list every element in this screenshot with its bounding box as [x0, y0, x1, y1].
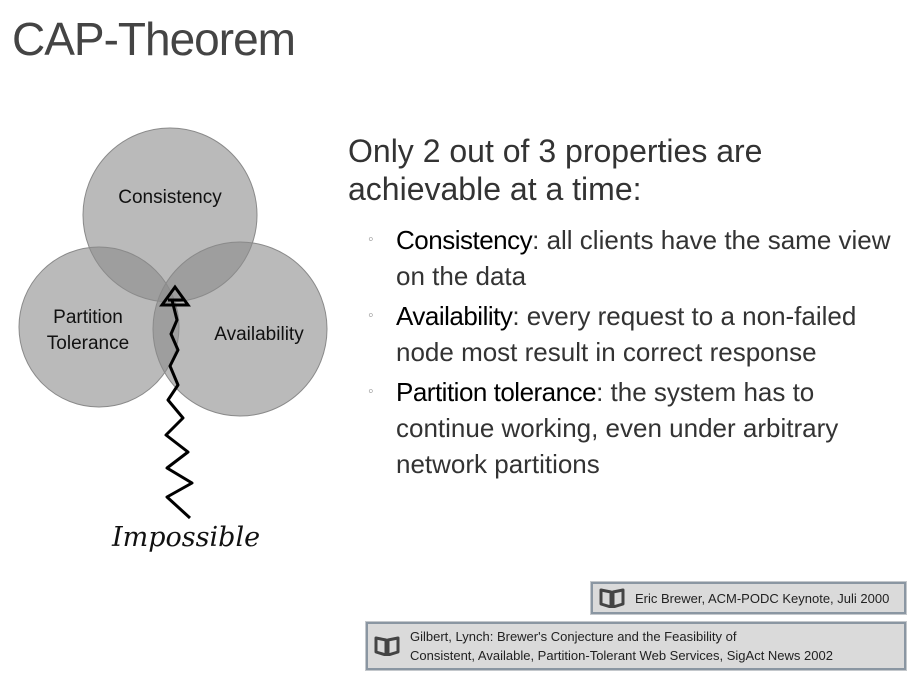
bullet-text: : every request to a non-failed node mos…	[396, 301, 857, 367]
bullet-term: Consistency	[396, 225, 533, 255]
bullet-consistency: ◦ Consistency: all clients have the same …	[368, 222, 908, 294]
squiggle-arrow	[164, 299, 194, 520]
intro-text: Only 2 out of 3 properties are achievabl…	[348, 133, 763, 207]
arrow-head-icon	[159, 284, 191, 307]
book-icon	[599, 588, 625, 608]
bullet-term: Availability	[396, 301, 513, 331]
properties-list: ◦ Consistency: all clients have the same …	[368, 222, 908, 486]
reference-line1: Gilbert, Lynch: Brewer's Conjecture and …	[410, 629, 737, 644]
availability-label: Availability	[214, 324, 304, 345]
bullet-partition-tolerance: ◦ Partition tolerance: the system has to …	[368, 374, 908, 482]
reference-line2: Consistent, Available, Partition-Toleran…	[410, 648, 833, 663]
partition-label-line1: Partition	[53, 307, 123, 328]
bullet-text: : the system has to continue working, ev…	[396, 377, 839, 479]
reference-brewer: Eric Brewer, ACM-PODC Keynote, Juli 2000	[591, 582, 906, 614]
impossible-annotation: Impossible	[112, 522, 261, 553]
bullet-icon: ◦	[368, 307, 374, 324]
bullet-availability: ◦ Availability: every request to a non-fa…	[368, 298, 908, 370]
bullet-icon: ◦	[368, 383, 374, 400]
bullet-term: Partition tolerance	[396, 377, 597, 407]
reference-text: Gilbert, Lynch: Brewer's Conjecture and …	[410, 627, 833, 665]
slide-title: CAP-Theorem	[12, 13, 296, 65]
partition-tolerance-label: Partition Tolerance	[28, 305, 148, 357]
reference-text: Eric Brewer, ACM-PODC Keynote, Juli 2000	[635, 590, 890, 606]
book-icon	[374, 636, 400, 656]
partition-label-line2: Tolerance	[46, 333, 130, 354]
bullet-icon: ◦	[368, 231, 374, 248]
reference-gilbert-lynch: Gilbert, Lynch: Brewer's Conjecture and …	[366, 622, 906, 670]
consistency-label: Consistency	[118, 187, 222, 208]
bullet-text: : all clients have the same view on the …	[396, 225, 891, 291]
availability-circle	[152, 241, 328, 417]
